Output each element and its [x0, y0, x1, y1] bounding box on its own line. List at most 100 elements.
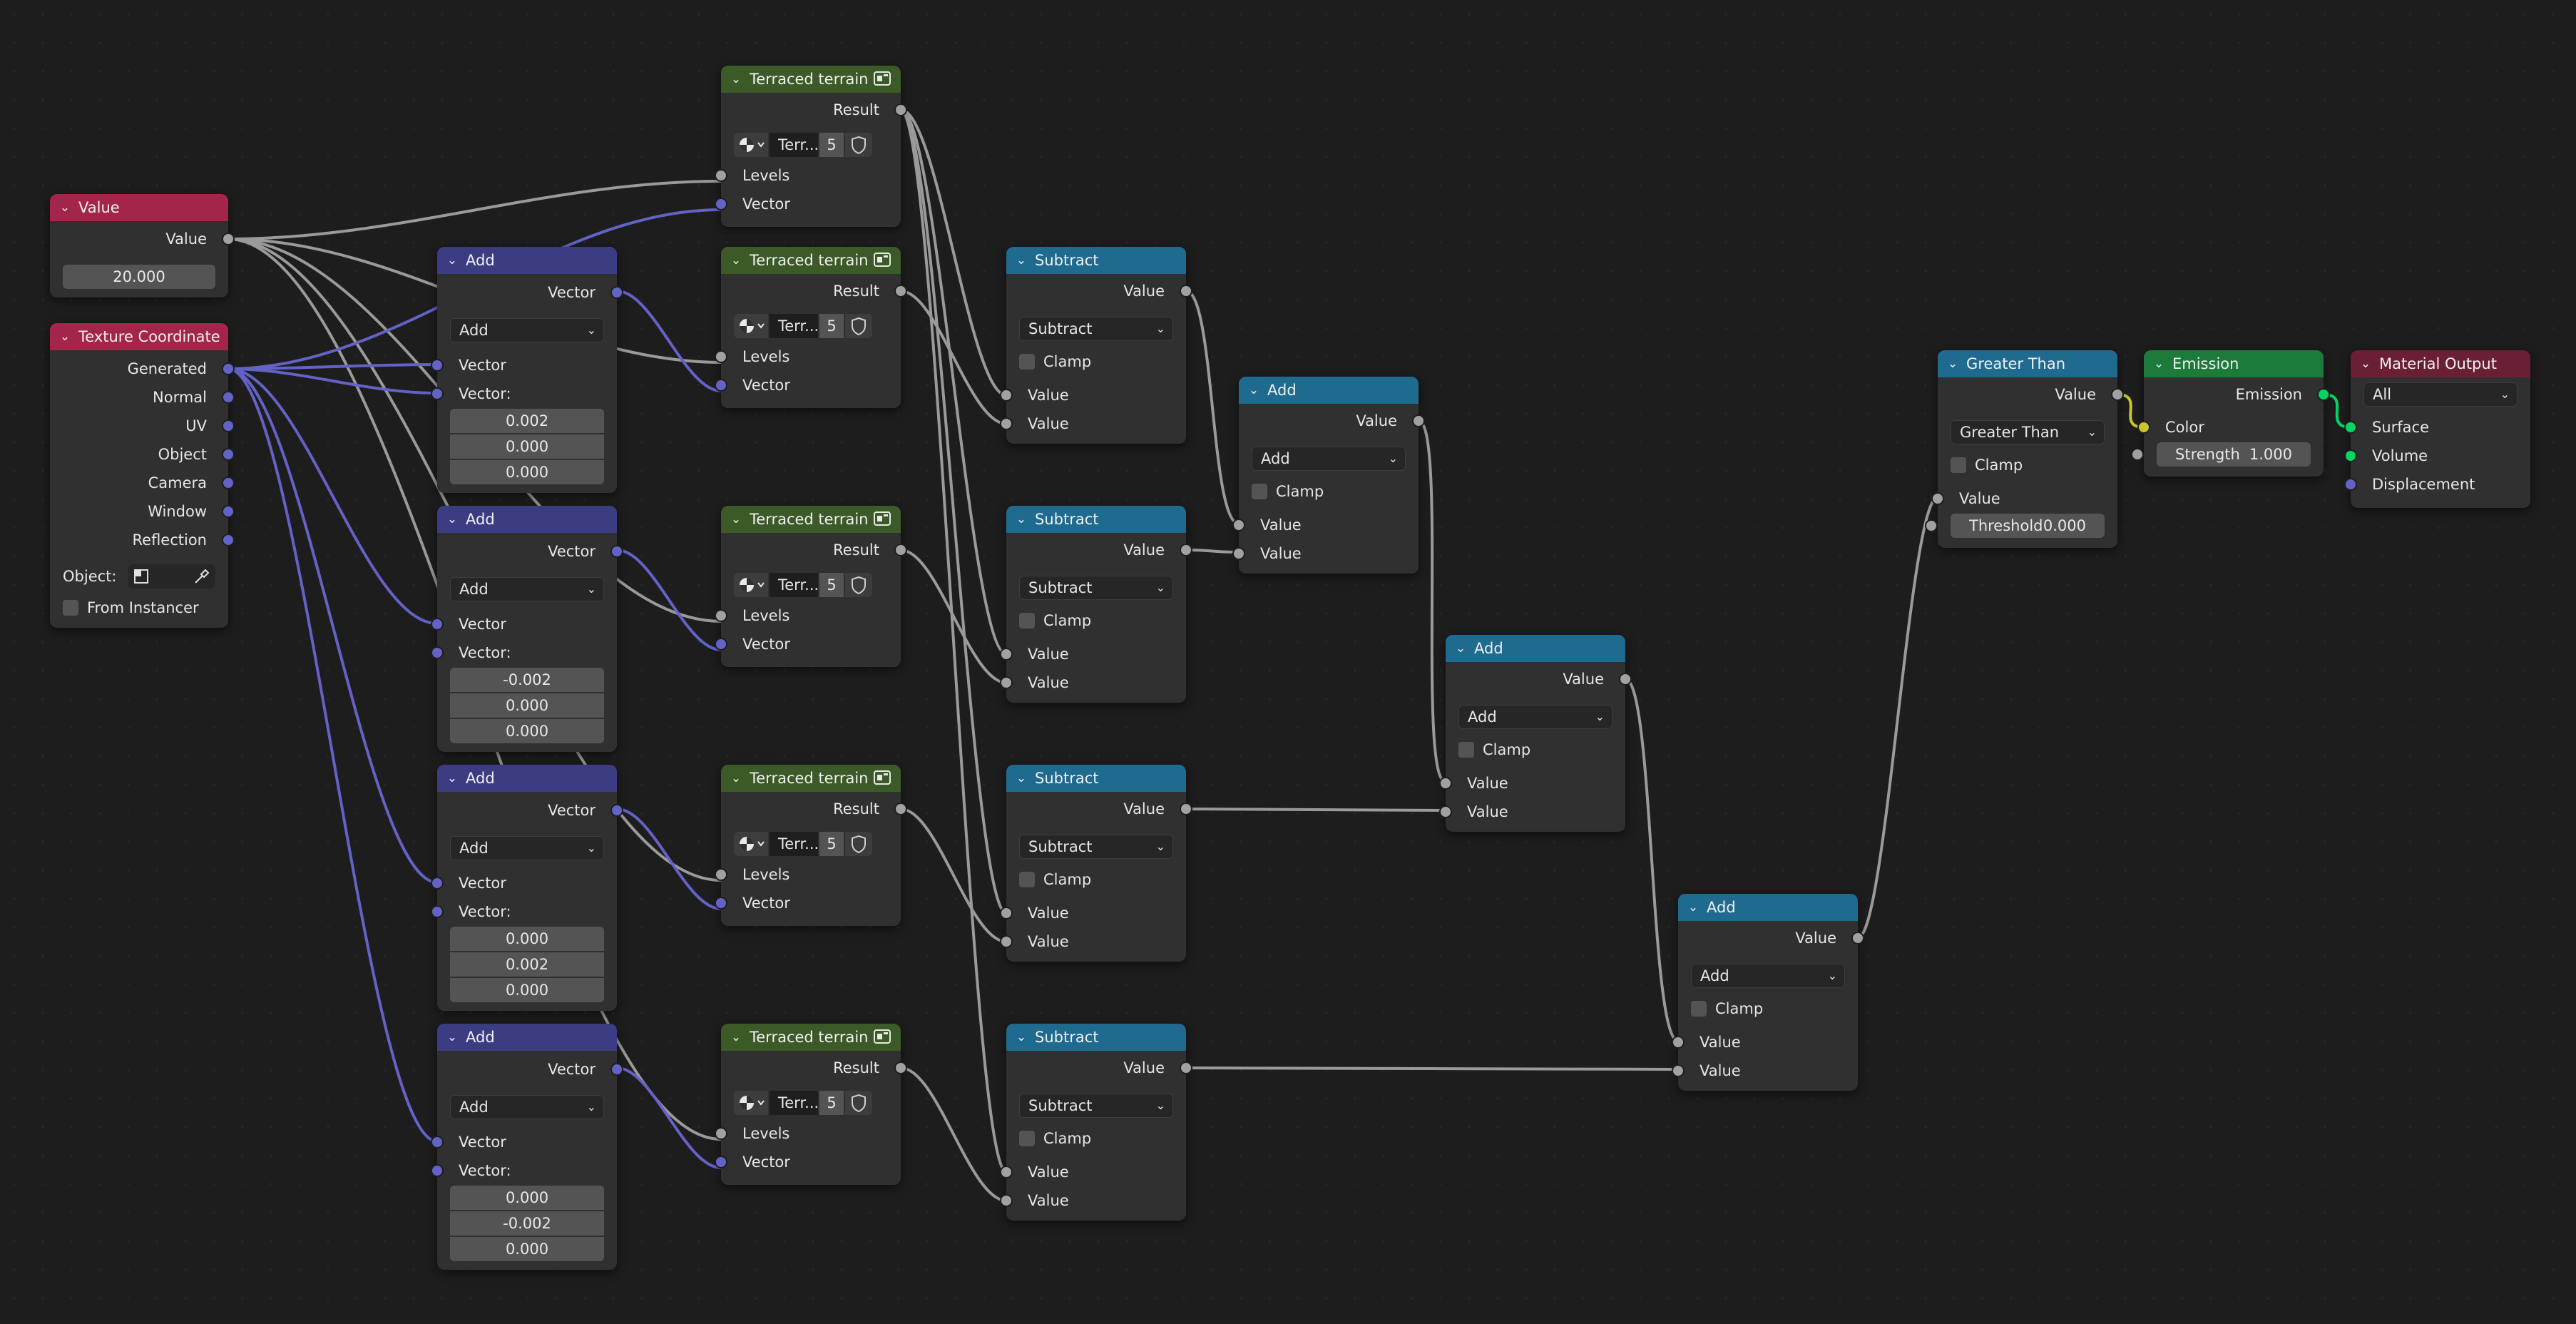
terraced-terrain-node-5[interactable]: ⌄Terraced terrain Result Terr... 5 Level… — [715, 1024, 907, 1185]
subtract-node-3[interactable]: ⌄Subtract Value Subtract⌄ Clamp Value Va… — [1000, 765, 1192, 962]
collapse-chevron-icon[interactable]: ⌄ — [730, 253, 742, 268]
node-group-selector[interactable]: Terr... 5 — [734, 571, 888, 599]
input-socket[interactable] — [1000, 1166, 1013, 1178]
emission-node[interactable]: ⌄Emission Emission Color Strength 1.000 — [2131, 350, 2330, 477]
node-group-icon[interactable] — [874, 253, 891, 267]
subtract-header[interactable]: ⌄Subtract — [1006, 247, 1186, 274]
input-socket[interactable] — [431, 618, 444, 631]
fake-user-shield-icon[interactable] — [845, 832, 872, 856]
group-name-field[interactable]: Terr... — [770, 314, 819, 338]
collapse-chevron-icon[interactable]: ⌄ — [1248, 383, 1259, 397]
vector-y-field[interactable]: 0.000 — [450, 434, 604, 459]
vector-z-field[interactable]: 0.000 — [450, 460, 604, 484]
operation-dropdown[interactable]: Add⌄ — [1691, 964, 1845, 988]
greater-than-header[interactable]: ⌄Greater Than — [1938, 350, 2117, 377]
input-socket[interactable] — [1232, 519, 1245, 531]
clamp-checkbox[interactable]: Clamp — [1019, 610, 1091, 631]
output-socket[interactable] — [222, 534, 235, 546]
collapse-chevron-icon[interactable]: ⌄ — [730, 771, 742, 785]
input-socket[interactable] — [715, 609, 727, 622]
output-socket[interactable] — [2111, 388, 2124, 401]
output-socket[interactable] — [222, 477, 235, 489]
texture-coordinate-node[interactable]: ⌄ Texture Coordinate Generated Normal UV… — [50, 323, 235, 628]
collapse-chevron-icon[interactable]: ⌄ — [1947, 357, 1958, 371]
node-group-icon[interactable] — [874, 1029, 891, 1044]
input-socket[interactable] — [2344, 421, 2357, 434]
input-socket[interactable] — [1931, 492, 1944, 505]
output-socket[interactable] — [610, 286, 623, 299]
output-socket[interactable] — [222, 419, 235, 432]
clamp-checkbox[interactable]: Clamp — [1458, 739, 1530, 760]
input-socket[interactable] — [2344, 449, 2357, 462]
operation-dropdown[interactable]: Subtract⌄ — [1019, 1094, 1173, 1118]
input-socket[interactable] — [715, 897, 727, 910]
texture-coordinate-header[interactable]: ⌄ Texture Coordinate — [50, 323, 228, 350]
output-socket[interactable] — [894, 544, 907, 556]
math-add-header[interactable]: ⌄Add — [1239, 377, 1419, 404]
vector-x-field[interactable]: 0.002 — [450, 409, 604, 433]
input-socket[interactable] — [1925, 519, 1938, 532]
input-socket[interactable] — [715, 868, 727, 881]
terraced-terrain-header[interactable]: ⌄Terraced terrain — [721, 506, 901, 533]
node-group-icon[interactable] — [874, 71, 891, 86]
collapse-chevron-icon[interactable]: ⌄ — [446, 771, 458, 785]
subtract-node-1[interactable]: ⌄Subtract Value Subtract⌄ Clamp Value Va… — [1000, 247, 1192, 444]
output-socket[interactable] — [610, 1063, 623, 1076]
output-socket[interactable] — [1180, 803, 1192, 815]
collapse-chevron-icon[interactable]: ⌄ — [730, 512, 742, 526]
input-socket[interactable] — [2344, 478, 2357, 491]
node-tree-browse-icon[interactable] — [734, 1091, 768, 1115]
output-socket[interactable] — [894, 103, 907, 116]
collapse-chevron-icon[interactable]: ⌄ — [1455, 641, 1466, 656]
terraced-terrain-node-2[interactable]: ⌄Terraced terrain Result Terr... 5 Level… — [715, 247, 907, 408]
material-output-header[interactable]: ⌄Material Output — [2351, 350, 2530, 377]
output-socket[interactable] — [894, 1061, 907, 1074]
operation-dropdown[interactable]: Add⌄ — [450, 318, 604, 342]
terraced-terrain-header[interactable]: ⌄Terraced terrain — [721, 1024, 901, 1051]
fake-user-shield-icon[interactable] — [845, 133, 872, 157]
output-socket[interactable] — [222, 391, 235, 404]
clamp-checkbox[interactable]: Clamp — [1019, 351, 1091, 372]
output-socket[interactable] — [1180, 285, 1192, 297]
output-socket[interactable] — [894, 803, 907, 815]
subtract-header[interactable]: ⌄Subtract — [1006, 506, 1186, 533]
output-socket[interactable] — [1851, 932, 1864, 944]
vector-y-field[interactable]: -0.002 — [450, 1211, 604, 1236]
input-socket[interactable] — [2137, 421, 2150, 434]
input-socket[interactable] — [1000, 648, 1013, 661]
input-socket[interactable] — [1672, 1036, 1685, 1049]
math-add-node-1[interactable]: ⌄Add Value Add⌄ Clamp Value Value — [1232, 377, 1425, 574]
input-socket[interactable] — [1000, 907, 1013, 920]
operation-dropdown[interactable]: Subtract⌄ — [1019, 576, 1173, 600]
value-node[interactable]: ⌄ Value Value 20.000 — [50, 194, 235, 297]
output-socket[interactable] — [222, 505, 235, 518]
math-add-node-2[interactable]: ⌄Add Value Add⌄ Clamp Value Value — [1439, 635, 1632, 832]
fake-user-shield-icon[interactable] — [845, 314, 872, 338]
vector-add-header[interactable]: ⌄Add — [437, 247, 617, 274]
collapse-chevron-icon[interactable]: ⌄ — [730, 72, 742, 86]
input-socket[interactable] — [1000, 389, 1013, 402]
from-instancer-checkbox[interactable]: From Instancer — [63, 597, 199, 618]
vector-y-field[interactable]: 0.002 — [450, 952, 604, 977]
input-socket[interactable] — [431, 646, 444, 659]
clamp-checkbox[interactable]: Clamp — [1951, 454, 2023, 476]
vector-add-node-3[interactable]: ⌄Add Vector Add⌄ Vector Vector: 0.000 0.… — [431, 765, 623, 1011]
greater-than-node[interactable]: ⌄Greater Than Value Greater Than⌄ Clamp … — [1925, 350, 2124, 548]
vector-z-field[interactable]: 0.000 — [450, 978, 604, 1002]
input-socket[interactable] — [431, 387, 444, 400]
emission-header[interactable]: ⌄Emission — [2144, 350, 2324, 377]
input-socket[interactable] — [431, 1136, 444, 1149]
output-socket[interactable] — [222, 362, 235, 375]
input-socket[interactable] — [715, 198, 727, 210]
terraced-terrain-header[interactable]: ⌄Terraced terrain — [721, 247, 901, 274]
strength-field[interactable]: Strength 1.000 — [2131, 442, 2311, 467]
output-socket[interactable] — [1180, 1061, 1192, 1074]
clamp-checkbox[interactable]: Clamp — [1691, 998, 1763, 1019]
output-socket[interactable] — [1619, 673, 1632, 686]
output-socket[interactable] — [222, 448, 235, 461]
vector-add-node-1[interactable]: ⌄Add Vector Add⌄ Vector Vector: 0.002 0.… — [431, 247, 623, 493]
operation-dropdown[interactable]: Add⌄ — [450, 1095, 604, 1119]
operation-dropdown[interactable]: Greater Than⌄ — [1951, 420, 2105, 444]
collapse-chevron-icon[interactable]: ⌄ — [2360, 357, 2371, 371]
